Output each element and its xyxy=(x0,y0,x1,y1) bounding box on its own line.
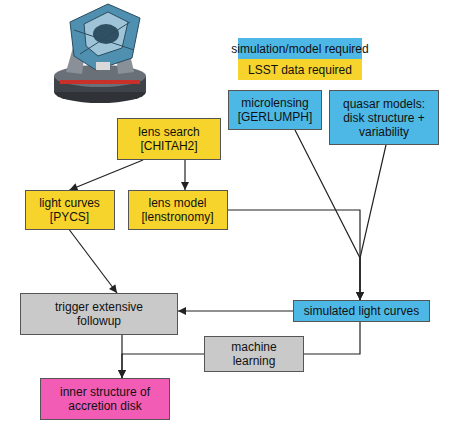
flow-arrow xyxy=(356,145,386,300)
arrowhead xyxy=(356,292,364,300)
flow-arrow xyxy=(118,354,204,378)
arrowhead xyxy=(118,370,126,378)
microlensing-box: microlensing [GERLUMPH] xyxy=(228,90,322,130)
node-label: lens model [lenstronomy] xyxy=(133,196,223,224)
connector-line xyxy=(360,145,386,300)
arrowhead xyxy=(109,284,117,293)
telescope-platform xyxy=(96,62,110,70)
node-label: microlensing [GERLUMPH] xyxy=(233,96,317,124)
connector-line xyxy=(70,160,144,190)
arrowhead xyxy=(178,307,186,315)
quasar-model-box: quasar models: disk structure + variabil… xyxy=(329,90,439,145)
node-label: inner structure of accretion disk xyxy=(49,385,161,413)
connector-line xyxy=(70,230,118,293)
flow-arrow xyxy=(178,307,293,315)
flow-arrow xyxy=(118,335,126,378)
flow-arrow xyxy=(228,210,365,300)
connector-line xyxy=(178,310,293,311)
telescope-tube xyxy=(70,4,140,70)
node-label: machine learning xyxy=(209,340,299,368)
connector-line xyxy=(228,210,361,300)
arrowhead xyxy=(181,182,189,190)
lens-search-box: lens search [CHITAH2] xyxy=(117,118,221,160)
flow-arrow xyxy=(304,322,360,354)
arrowhead xyxy=(118,370,126,378)
node-label: light curves [PYCS] xyxy=(30,196,110,224)
connector-line xyxy=(304,322,360,354)
connector-line xyxy=(295,130,360,300)
telescope-truss xyxy=(74,30,134,50)
simulated-curves-box: simulated light curves xyxy=(293,300,430,322)
legend-swatch: LSST data required xyxy=(238,59,362,80)
arrowhead xyxy=(356,292,364,300)
legend-swatch: simulation/model required xyxy=(238,38,362,59)
flow-arrow xyxy=(181,160,189,190)
flow-arrow xyxy=(70,230,118,293)
telescope-aperture xyxy=(84,12,128,56)
flow-arrow xyxy=(70,160,144,191)
node-label: trigger extensive followup xyxy=(43,300,155,328)
arrowhead xyxy=(356,292,364,300)
connector-line xyxy=(122,354,204,378)
lens-model-box: lens model [lenstronomy] xyxy=(128,190,228,230)
node-label: simulated light curves xyxy=(304,304,419,318)
node-label: lens search [CHITAH2] xyxy=(122,125,216,153)
machine-learning-box: machine learning xyxy=(204,336,304,372)
telescope-truss xyxy=(80,22,130,54)
legend-label: LSST data required xyxy=(248,63,352,77)
telescope-stripe xyxy=(60,80,140,84)
legend-label: simulation/model required xyxy=(231,42,368,56)
accretion-disk-box: inner structure of accretion disk xyxy=(40,378,170,420)
light-curves-box: light curves [PYCS] xyxy=(25,190,115,230)
trigger-box: trigger extensive followup xyxy=(20,293,178,335)
node-label: quasar models: disk structure + variabil… xyxy=(334,97,434,139)
flow-arrow xyxy=(295,130,364,300)
legend: simulation/model requiredLSST data requi… xyxy=(238,38,362,80)
